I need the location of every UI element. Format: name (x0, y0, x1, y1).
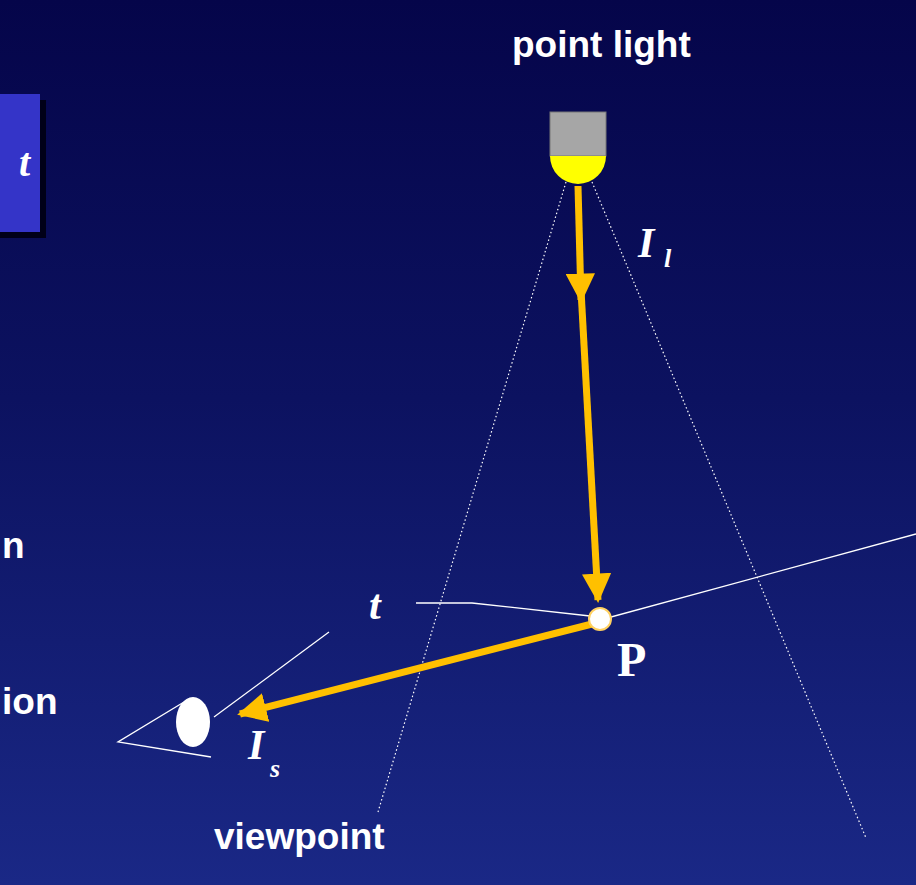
lamp-bulb (550, 156, 606, 184)
cutoff-box: t (0, 94, 40, 232)
reflected-arrow (240, 624, 592, 714)
lamp-housing (550, 112, 606, 156)
view-ray (600, 534, 916, 620)
intensity-symbol: I (638, 222, 654, 264)
light-arrow (578, 186, 581, 300)
point-label: P (617, 636, 646, 684)
intensity-symbol: I (248, 724, 264, 766)
subscript: s (270, 756, 280, 782)
cutoff-text: n (2, 527, 25, 564)
leader-line (416, 603, 590, 616)
distance-symbol: t (369, 584, 381, 626)
light-label: point light (512, 26, 691, 63)
eye-symbol (176, 697, 210, 747)
light-arrow (581, 290, 598, 600)
subscript: l (664, 246, 671, 272)
surface-point (589, 608, 611, 630)
symbol-text: t (19, 143, 30, 183)
viewpoint-label: viewpoint (214, 818, 385, 855)
cone-edge (592, 182, 866, 838)
cutoff-text: ion (2, 683, 57, 720)
cone-edge (378, 182, 566, 812)
